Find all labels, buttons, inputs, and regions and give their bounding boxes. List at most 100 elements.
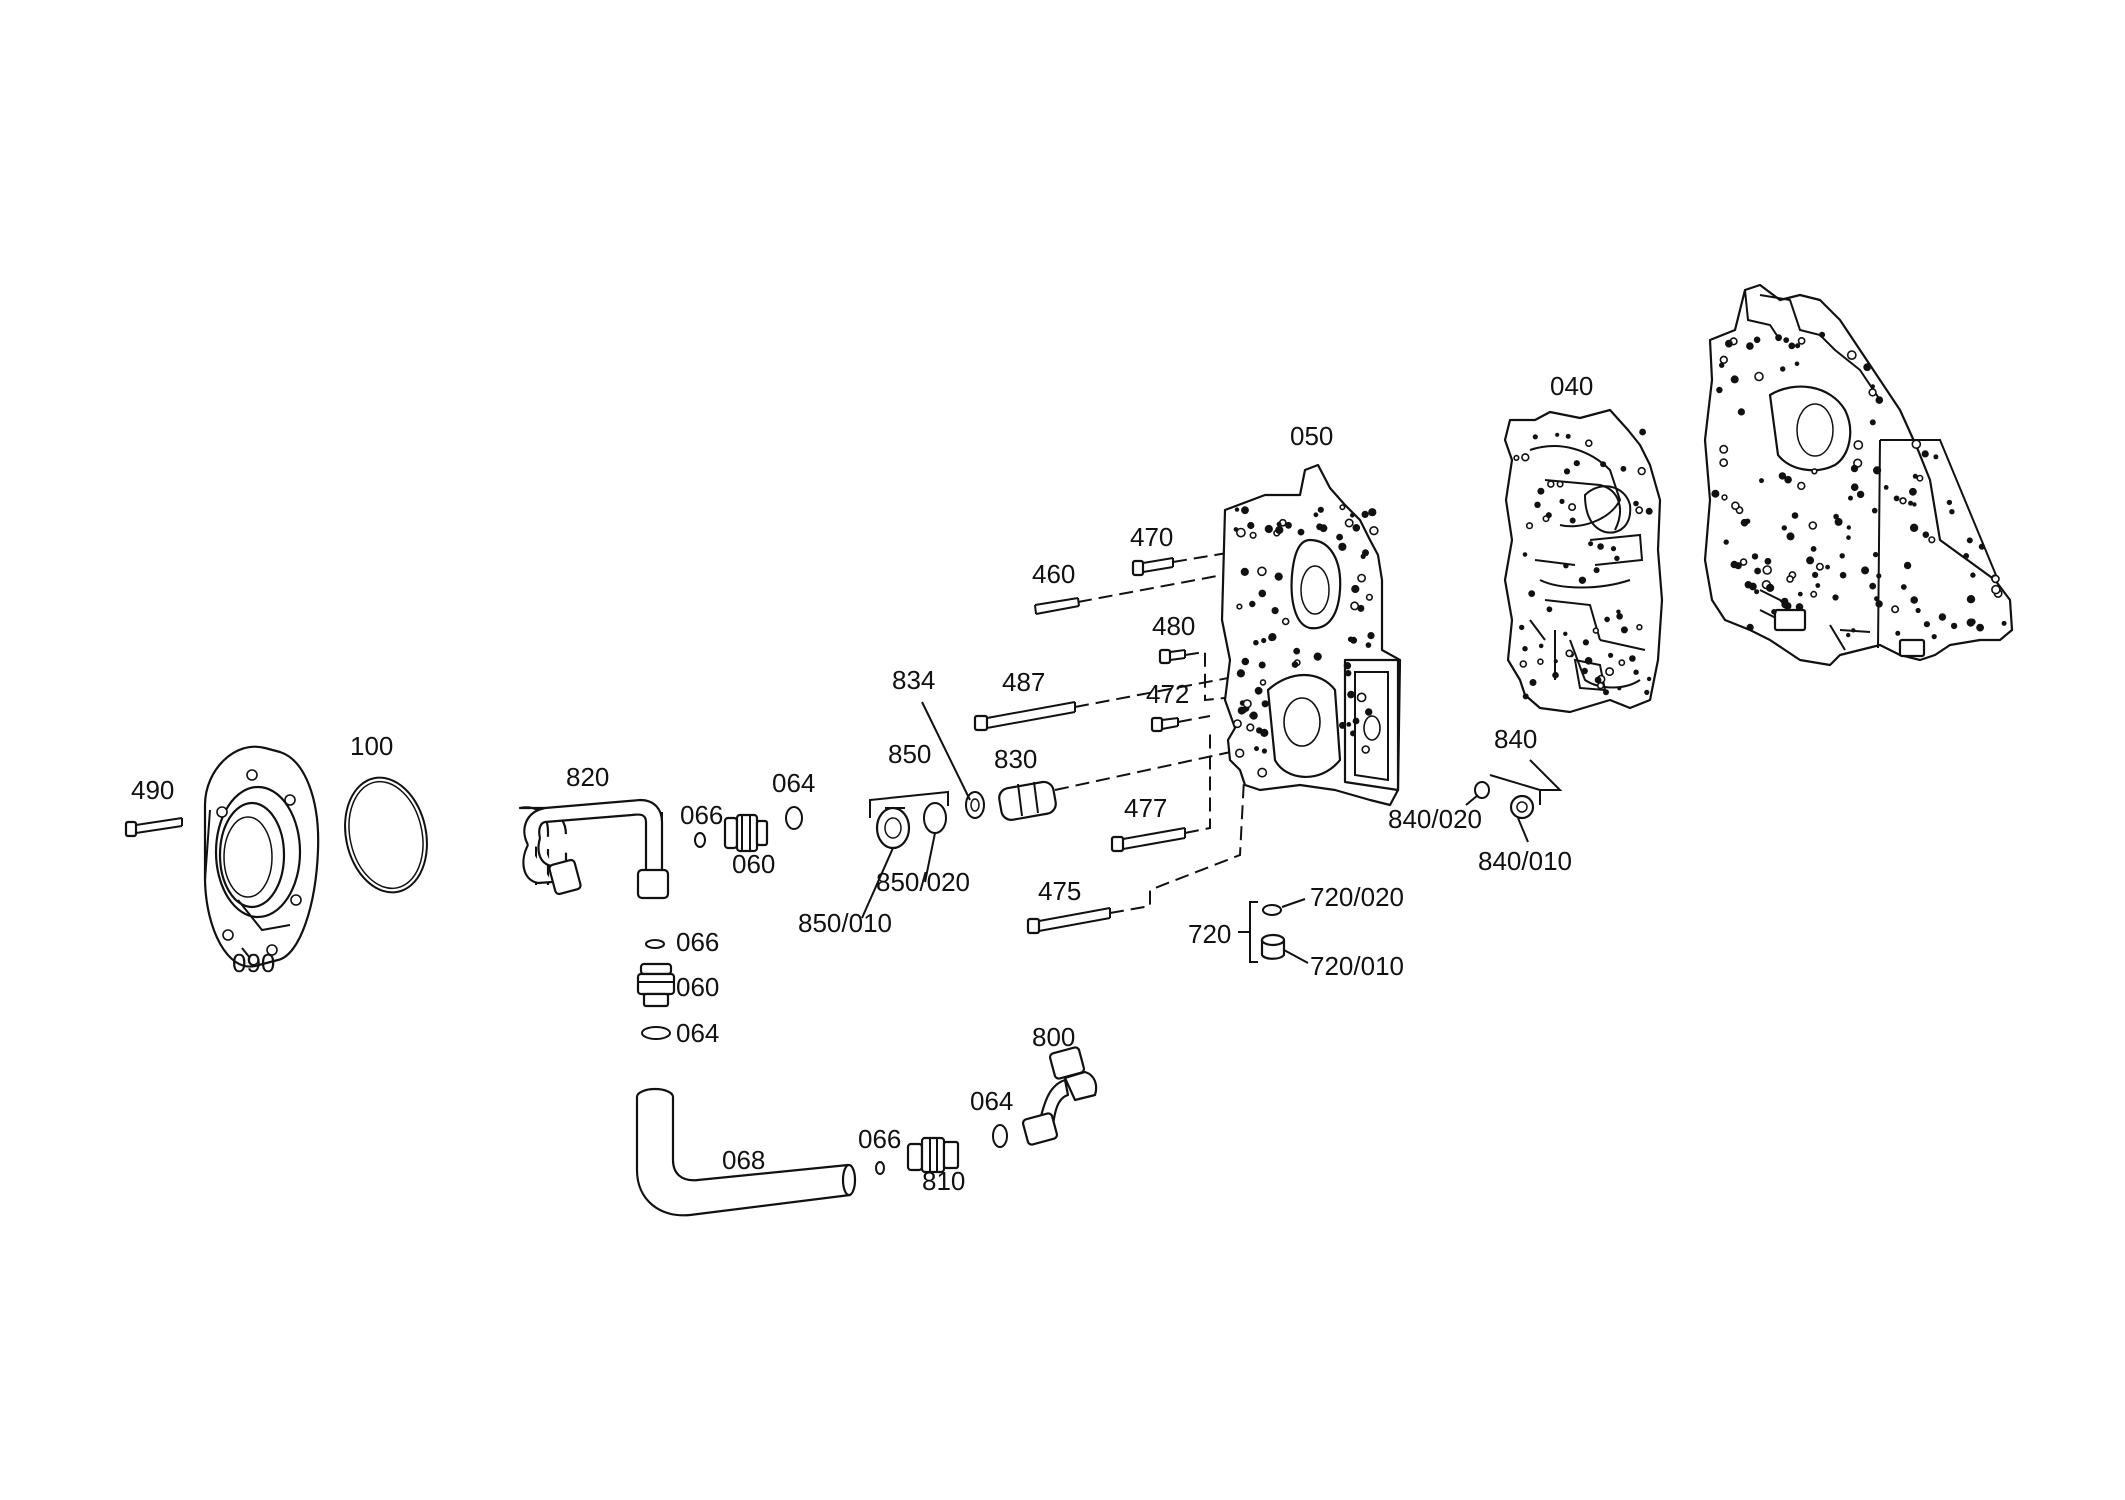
hole-mark [1360,553,1366,560]
part-090-flange [203,745,320,968]
hole-mark [1795,603,1804,611]
hole-mark [1369,525,1379,536]
hole-mark [1646,676,1652,682]
hole-mark [1569,517,1576,524]
hole-mark [1635,506,1644,515]
hole-mark [1810,546,1817,552]
label-720-020: 720/020 [1310,882,1404,912]
part-472-bolt [1150,716,1179,733]
hole-mark [1966,537,1973,544]
hole-mark [1633,669,1639,675]
part-460-pin [1034,597,1080,615]
hole-mark [1991,574,2000,584]
hole-mark [1365,642,1372,648]
label-090: 090 [232,948,275,978]
hole-mark [1240,567,1249,577]
hole-mark [1281,617,1290,626]
hole-mark [1861,566,1870,575]
hole-mark [1759,478,1764,484]
hole-mark [1264,524,1273,534]
hole-mark [1976,623,1984,632]
hole-mark [1863,363,1872,372]
hole-mark [1856,490,1865,499]
hole-mark [1850,464,1859,473]
part-060-fitting-a [723,813,769,853]
label-100: 100 [350,731,393,761]
hole-mark [1899,497,1907,505]
hole-mark [1352,717,1360,725]
hole-mark [1933,454,1939,460]
hole-mark [1806,556,1815,565]
hole-mark [1525,522,1534,530]
part-475-bolt [1026,907,1111,935]
gasket-040-holes [1513,428,1653,700]
hole-mark [1764,557,1772,565]
hole-mark [1351,584,1360,594]
hole-mark [1786,575,1794,583]
hole-mark [1783,337,1790,343]
label-850-010: 850/010 [798,908,892,938]
hole-mark [1950,622,1958,630]
hole-mark [1537,658,1544,666]
hole-mark [1970,572,1976,578]
hole-mark [1345,670,1352,677]
hole-mark [1721,494,1728,501]
hole-mark [1546,606,1553,613]
label-060-b: 060 [676,972,719,1002]
hole-mark [1868,388,1877,397]
hole-mark [1871,507,1878,514]
hole-mark [1555,432,1560,437]
hole-mark [1921,450,1929,458]
part-480-bolt [1158,648,1186,665]
hole-mark [1361,510,1369,518]
hole-mark [1928,536,1936,544]
hole-mark [1839,553,1845,559]
hole-mark [1723,539,1729,545]
part-064-seal-c [992,1124,1008,1148]
hole-mark [1815,562,1824,571]
label-460: 460 [1032,559,1075,589]
label-850: 850 [888,739,931,769]
hole-mark [1908,500,1914,506]
hole-mark [1232,719,1242,729]
hole-mark [1275,525,1284,535]
label-480: 480 [1152,611,1195,641]
hole-mark [1588,541,1594,547]
hole-mark [1762,565,1772,575]
hole-mark [1253,639,1259,646]
hole-mark [1519,624,1525,631]
hole-mark [1368,508,1377,517]
hole-mark [1594,676,1602,684]
hole-mark [1719,458,1729,468]
hole-mark [2001,620,2007,626]
part-820-pipe [518,798,670,900]
hole-mark [1257,767,1268,778]
hole-mark [1797,336,1806,345]
hole-mark [1343,662,1352,670]
hole-mark [1357,604,1365,612]
part-720-group [1249,901,1286,963]
hole-mark [1744,518,1751,524]
hole-mark [1600,461,1607,468]
hole-mark [1716,386,1723,394]
hole-mark [1853,440,1864,450]
hole-mark [1916,474,1924,482]
hole-mark [1869,582,1877,590]
hole-mark [1730,375,1739,384]
label-472: 472 [1146,679,1189,709]
hole-mark [1797,591,1803,597]
part-066-small-ring-b [645,939,665,949]
part-470-bolt [1131,557,1174,577]
hole-mark [1771,609,1777,615]
hole-mark [1347,690,1355,699]
label-840-010: 840/010 [1478,846,1572,876]
hole-mark [1261,700,1269,708]
hole-mark [1833,513,1839,520]
hole-mark [1737,408,1745,416]
label-475: 475 [1038,876,1081,906]
hole-mark [1616,613,1623,620]
hole-mark [1811,468,1818,475]
hole-mark [1873,466,1882,475]
hole-mark [1819,331,1826,338]
hole-mark [1832,594,1839,601]
